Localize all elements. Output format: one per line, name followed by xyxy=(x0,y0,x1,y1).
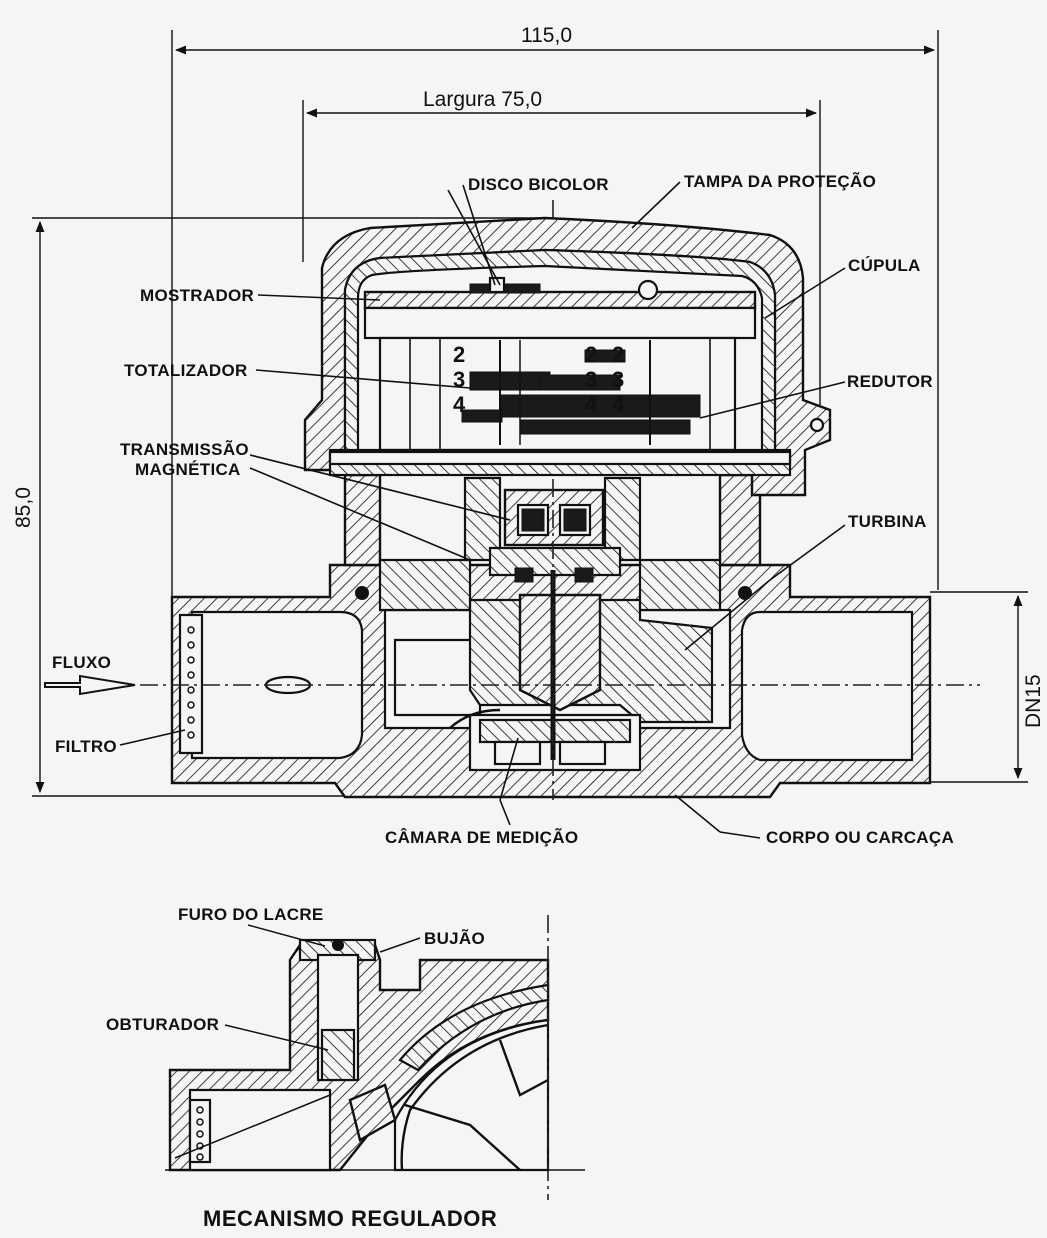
labels: 115,0 Largura 75,0 85,0 DN15 DISCO BICOL… xyxy=(12,24,1045,1231)
label-filtro: FILTRO xyxy=(55,737,117,756)
meter-body xyxy=(170,473,932,799)
register-digit: 3 xyxy=(585,367,597,392)
label-camara-medicao: CÂMARA DE MEDIÇÃO xyxy=(385,827,578,847)
label-transmissao: TRANSMISSÃO xyxy=(120,439,249,459)
dimension-overall-width: 115,0 xyxy=(521,24,572,47)
dimension-dn: DN15 xyxy=(1022,674,1045,728)
register-digit: 4 xyxy=(612,392,625,417)
label-turbina: TURBINA xyxy=(848,512,927,531)
label-fluxo: FLUXO xyxy=(52,653,111,672)
register-digit: 2 xyxy=(453,342,465,367)
register-digit: 2 xyxy=(585,342,597,367)
register-digit: 4 xyxy=(585,392,598,417)
label-furo-lacre: FURO DO LACRE xyxy=(178,905,324,924)
label-tampa-protecao: TAMPA DA PROTEÇÃO xyxy=(684,171,876,191)
label-magnetica: MAGNÉTICA xyxy=(135,460,241,479)
flow-arrow xyxy=(44,674,136,696)
label-obturador: OBTURADOR xyxy=(106,1015,219,1034)
regulator-detail xyxy=(165,915,585,1200)
detail-title: MECANISMO REGULADOR xyxy=(203,1206,497,1231)
label-disco-bicolor: DISCO BICOLOR xyxy=(468,175,609,194)
register-digit: 2 xyxy=(612,342,624,367)
label-cupula: CÚPULA xyxy=(848,256,921,275)
leader-lines xyxy=(119,181,846,839)
label-totalizador: TOTALIZADOR xyxy=(124,361,248,380)
label-mostrador: MOSTRADOR xyxy=(140,286,254,305)
dimension-height: 85,0 xyxy=(12,487,35,528)
register-head: 2 3 4 2 3 4 2 3 4 xyxy=(303,216,832,497)
label-corpo-carcaca: CORPO OU CARCAÇA xyxy=(766,828,954,847)
register-digit: 3 xyxy=(453,367,465,392)
label-bujao: BUJÃO xyxy=(424,928,485,948)
register-digit: 3 xyxy=(612,367,624,392)
label-redutor: REDUTOR xyxy=(847,372,933,391)
dimension-width: Largura 75,0 xyxy=(423,88,542,111)
register-digit: 4 xyxy=(453,392,466,417)
dimension-lines xyxy=(32,30,1028,797)
